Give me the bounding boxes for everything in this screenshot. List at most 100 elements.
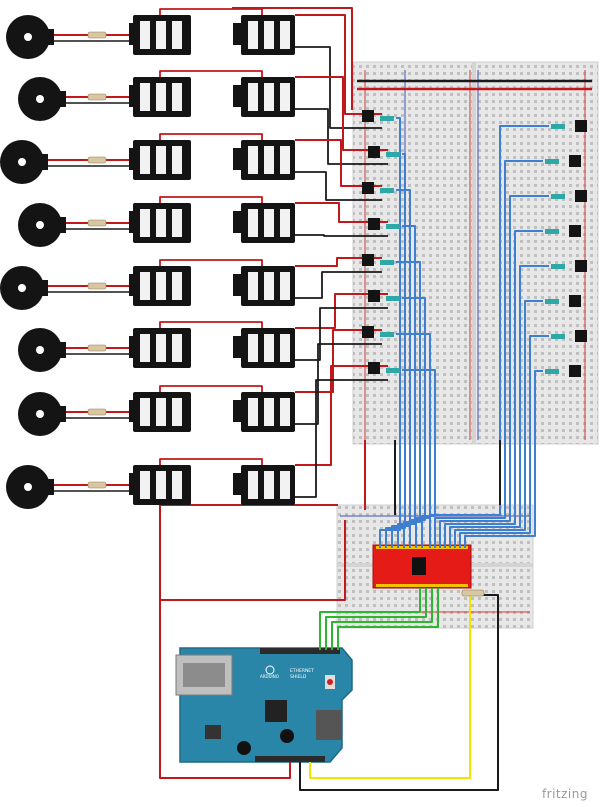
resistor (87, 481, 107, 489)
buzzer-tab (44, 29, 54, 45)
audio-jack-contact (140, 83, 150, 111)
transistor (368, 290, 380, 302)
audio-jack-contact (264, 272, 274, 300)
breadboard-resistor (386, 152, 400, 157)
audio-jack-contact (156, 209, 166, 237)
control-wire-blue (439, 195, 549, 548)
jack-ground-wire-black (295, 46, 382, 129)
audio-jack-contact (140, 21, 150, 49)
breadboard-resistor (386, 296, 400, 301)
audio-jack-contact (248, 398, 258, 426)
buzzer-tab (38, 154, 48, 170)
buzzer (0, 140, 48, 184)
audio-jack-contact (172, 209, 182, 237)
data-wire-green (325, 588, 427, 650)
audio-jack-sleeve (233, 274, 241, 296)
jack-ground-wire-black (295, 171, 382, 201)
buzzer (6, 465, 54, 509)
audio-jack-contact (264, 398, 274, 426)
audio-jack (129, 392, 191, 432)
breadboard-resistor (551, 194, 565, 199)
arduino-power-wire (159, 504, 338, 779)
data-wire-green (331, 588, 433, 650)
audio-jack-sleeve (233, 85, 241, 107)
audio-jack-contact (264, 83, 274, 111)
audio-jack-contact (264, 209, 274, 237)
audio-jack-sleeve (233, 23, 241, 45)
audio-jack (129, 77, 191, 117)
audio-jack-sleeve (129, 336, 135, 358)
audio-jack-contact (280, 83, 290, 111)
resistor (87, 93, 107, 101)
arduino-power-branch (160, 520, 346, 601)
buzzer-tab (44, 479, 54, 495)
buzzer-center (24, 483, 32, 491)
audio-jack-contact (248, 21, 258, 49)
transistor (368, 362, 380, 374)
audio-jack-contact (156, 272, 166, 300)
resistor (87, 344, 107, 352)
component-layer (0, 15, 587, 597)
audio-jack-contact (140, 334, 150, 362)
buzzer-center (36, 221, 44, 229)
jack-ground-wire-black (295, 271, 382, 299)
audio-jack (129, 15, 191, 55)
buzzer (18, 77, 66, 121)
jack-signal-wire-red (295, 257, 382, 267)
audio-jack-contact (264, 146, 274, 174)
audio-jack-contact (172, 471, 182, 499)
buzzer (18, 203, 66, 247)
buzzer (6, 15, 54, 59)
jack-ground-wire-black (295, 343, 382, 425)
audio-jack-contact (248, 83, 258, 111)
jack-signal-wire-red (295, 76, 388, 151)
breadboard-resistor (545, 299, 559, 304)
control-wire-blue (429, 125, 549, 548)
transistor (362, 254, 374, 266)
transistor (569, 295, 581, 307)
audio-jack-contact (172, 146, 182, 174)
audio-jack-contact (140, 272, 150, 300)
buzzer (0, 266, 48, 310)
audio-jack-contact (248, 272, 258, 300)
audio-jack-contact (248, 146, 258, 174)
audio-jack-contact (280, 272, 290, 300)
buzzer-tab (56, 217, 66, 233)
audio-jack-sleeve (233, 400, 241, 422)
jack-ground-wire-black (295, 379, 388, 498)
resistor (87, 156, 107, 164)
control-wire-blue (434, 160, 543, 548)
transistor (362, 110, 374, 122)
audio-jack (129, 465, 191, 505)
audio-jack-contact (140, 209, 150, 237)
audio-jack-contact (264, 334, 274, 362)
control-wire-blue (396, 333, 431, 548)
audio-jack-contact (264, 21, 274, 49)
control-wire-blue (444, 230, 543, 548)
jack-link-wire (159, 196, 263, 203)
audio-jack-contact (172, 21, 182, 49)
ground-wire-arduino (299, 594, 499, 791)
jack-signal-wire-red (295, 329, 382, 393)
audio-jack-sleeve (129, 211, 135, 233)
fritzing-watermark: fritzing (541, 787, 588, 801)
breadboard-resistor (380, 188, 394, 193)
breadboard-resistor (551, 334, 565, 339)
audio-jack-sleeve (129, 85, 135, 107)
buzzer-center (18, 158, 26, 166)
transistor (575, 120, 587, 132)
audio-jack-sleeve (233, 148, 241, 170)
control-wire-blue (396, 261, 421, 548)
audio-jack (233, 15, 295, 55)
audio-jack (233, 392, 295, 432)
audio-jack (129, 328, 191, 368)
resistor (87, 408, 107, 416)
jack-ground-wire-black (295, 234, 388, 237)
audio-jack-contact (172, 398, 182, 426)
transistor (569, 225, 581, 237)
breadboard-resistor (386, 368, 400, 373)
jack-signal-wire-red (295, 139, 382, 187)
audio-jack-sleeve (129, 473, 135, 495)
audio-jack-contact (280, 471, 290, 499)
data-wire-green (319, 588, 421, 650)
